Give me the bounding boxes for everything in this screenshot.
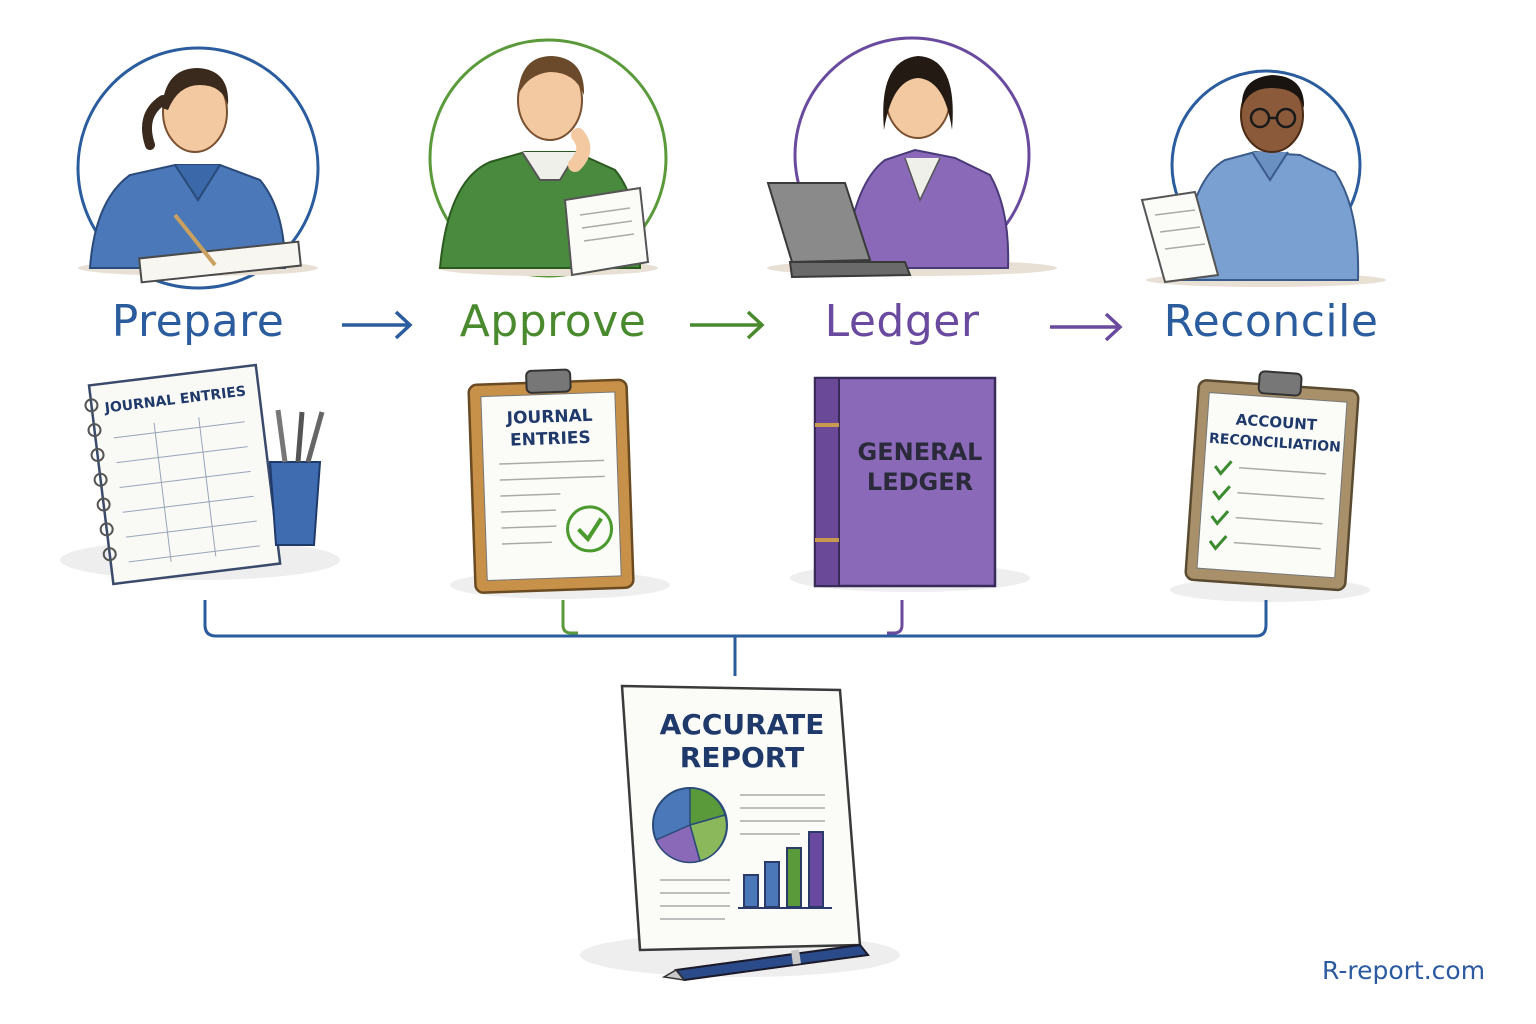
clipboard-reconcile-title-line1: ACCOUNT [1235, 410, 1318, 434]
arrow-approve-ledger [690, 310, 765, 340]
arrow-ledger-reconcile [1050, 312, 1123, 342]
report-bar-icon [738, 831, 832, 909]
clipboard-checklist-icon: ACCOUNT RECONCILIATION [1170, 370, 1370, 602]
ledger-title-line1: GENERAL [858, 438, 983, 466]
journal-notebook-icon: JOURNAL ENTRIES [60, 363, 340, 586]
watermark: R-report.com [1322, 956, 1486, 985]
person-reading-icon [438, 56, 658, 277]
report-pie-icon [652, 787, 728, 864]
pen-icon [661, 943, 870, 982]
step-label-ledger: Ledger [824, 296, 980, 347]
step-label-prepare: Prepare [111, 296, 285, 347]
step-label-reconcile: Reconcile [1163, 296, 1379, 347]
step-label-approve: Approve [459, 296, 647, 347]
report-chart-icon: ACCURATE REPORT [580, 684, 900, 982]
clipboard-checkmark-icon: JOURNAL ENTRIES [450, 368, 670, 599]
clipboard-approve-title-line2: ENTRIES [510, 428, 591, 451]
clipboard-approve-title-line1: JOURNAL [505, 406, 593, 429]
person-writing-icon [78, 68, 318, 284]
ledger-book-icon: GENERAL LEDGER [790, 376, 1030, 592]
prepare-circle [76, 46, 320, 290]
arrow-prepare-approve [342, 310, 413, 340]
person-checking-icon [1140, 75, 1386, 287]
report-title-line1: ACCURATE [660, 708, 825, 741]
person-laptop-icon [766, 56, 1057, 279]
ledger-title-line2: LEDGER [867, 468, 973, 496]
report-title-line2: REPORT [680, 741, 804, 774]
connector-bracket [203, 600, 1268, 676]
